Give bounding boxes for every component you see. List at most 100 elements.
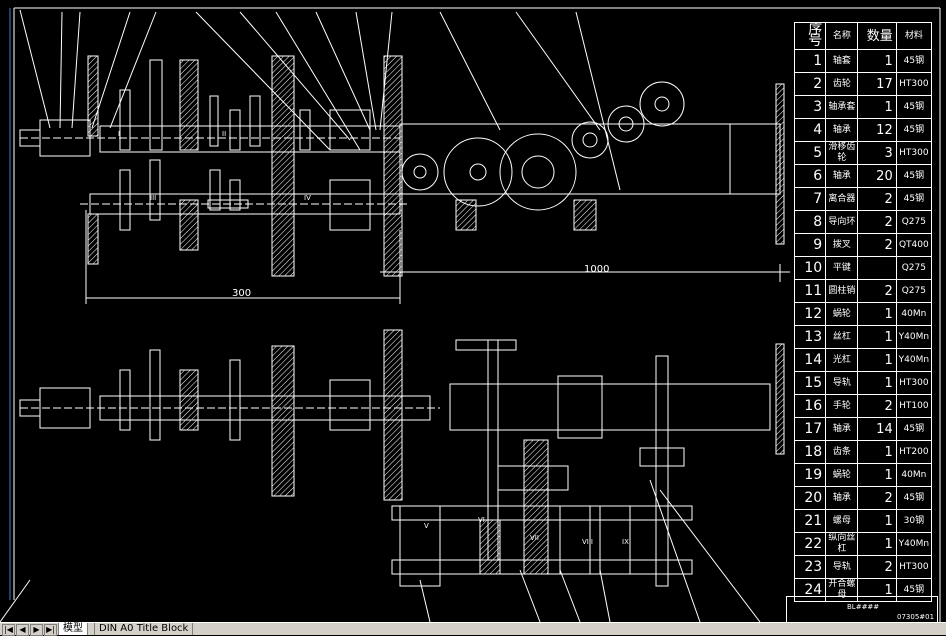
bom-cell-material: 45钢 xyxy=(895,486,933,510)
bom-cell-no: 13 xyxy=(793,325,827,349)
bom-cell-no: 3 xyxy=(793,95,827,119)
bom-header-material: 材料 xyxy=(895,22,933,50)
bom-cell-qty: 2 xyxy=(857,187,897,211)
bom-cell-no: 2 xyxy=(793,72,827,96)
bom-cell-qty: 1 xyxy=(857,463,897,487)
bom-cell-material: 45钢 xyxy=(895,417,933,441)
layout-tab-bar: |◀ ◀ ▶ ▶| 模型 DIN A0 Title Block xyxy=(0,622,946,636)
next-tab-button[interactable]: ▶ xyxy=(30,624,43,636)
bom-cell-qty: 2 xyxy=(857,279,897,303)
bom-cell-qty: 1 xyxy=(857,371,897,395)
bom-cell-name: 圆柱销 xyxy=(825,279,859,303)
bom-cell-name: 轴承 xyxy=(825,486,859,510)
bom-cell-no: 8 xyxy=(793,210,827,234)
leader-lines-bottom xyxy=(0,479,761,622)
bom-cell-name: 滑移齿轮 xyxy=(825,141,859,165)
dimension-300-label: 300 xyxy=(232,288,252,299)
shaft-label-5: V xyxy=(424,522,429,530)
bom-header-qty: 数量 xyxy=(857,22,897,50)
bom-cell-material: HT200 xyxy=(895,440,933,464)
bom-cell-name: 轴承 xyxy=(825,118,859,142)
tab-model[interactable]: 模型 xyxy=(58,623,88,635)
bom-cell-qty: 2 xyxy=(857,394,897,418)
bom-cell-material: 40Mn xyxy=(895,463,933,487)
bom-cell-no: 4 xyxy=(793,118,827,142)
bom-cell-no: 19 xyxy=(793,463,827,487)
bom-cell-material: 45钢 xyxy=(895,187,933,211)
bom-cell-name: 导轨 xyxy=(825,371,859,395)
bom-cell-name: 开合螺母 xyxy=(825,578,859,602)
bom-cell-material: QT400 xyxy=(895,233,933,257)
bom-cell-material: Y40Mn xyxy=(895,532,933,556)
bom-cell-qty: 1 xyxy=(857,348,897,372)
bom-cell-qty: 2 xyxy=(857,555,897,579)
bom-cell-name: 螺母 xyxy=(825,509,859,533)
bom-cell-material: Y40Mn xyxy=(895,325,933,349)
bom-cell-material: 45钢 xyxy=(895,95,933,119)
shaft-label-1: I xyxy=(118,130,120,138)
bom-cell-no: 1 xyxy=(793,49,827,73)
bom-cell-name: 蜗轮 xyxy=(825,302,859,326)
shaft-label-6: VI xyxy=(478,516,485,524)
bom-cell-name: 轴承 xyxy=(825,164,859,188)
bom-cell-qty: 1 xyxy=(857,49,897,73)
bom-cell-qty: 1 xyxy=(857,95,897,119)
top-gearbox xyxy=(19,55,410,277)
bom-cell-name: 光杠 xyxy=(825,348,859,372)
bom-header-row: 序号 名称 数量 材料 xyxy=(793,22,933,50)
last-tab-button[interactable]: ▶| xyxy=(44,624,57,636)
bom-cell-name: 离合器 xyxy=(825,187,859,211)
bom-cell-material: Q275 xyxy=(895,279,933,303)
bom-cell-name: 轴承 xyxy=(825,417,859,441)
bom-cell-qty xyxy=(857,256,897,280)
bom-cell-name: 平键 xyxy=(825,256,859,280)
bom-cell-qty: 17 xyxy=(857,72,897,96)
bom-cell-no: 21 xyxy=(793,509,827,533)
bom-cell-qty: 1 xyxy=(857,440,897,464)
bom-cell-name: 拨叉 xyxy=(825,233,859,257)
bom-cell-name: 丝杠 xyxy=(825,325,859,349)
bom-cell-no: 9 xyxy=(793,233,827,257)
bom-cell-material: HT300 xyxy=(895,141,933,165)
bom-cell-name: 轴承套 xyxy=(825,95,859,119)
bom-cell-qty: 2 xyxy=(857,233,897,257)
bom-cell-qty: 12 xyxy=(857,118,897,142)
assembly-drawing: I II III IV V VI VII VIII IX xyxy=(0,7,941,622)
bom-cell-qty: 14 xyxy=(857,417,897,441)
bom-cell-material: HT100 xyxy=(895,394,933,418)
bom-cell-name: 蜗轮 xyxy=(825,463,859,487)
tab-din-a0-title-block[interactable]: DIN A0 Title Block xyxy=(94,623,194,635)
bom-cell-material: Y40Mn xyxy=(895,348,933,372)
bom-cell-qty: 1 xyxy=(857,302,897,326)
prev-tab-button[interactable]: ◀ xyxy=(16,624,29,636)
bom-cell-no: 20 xyxy=(793,486,827,510)
shaft-label-9: IX xyxy=(622,538,629,546)
bom-cell-material: HT300 xyxy=(895,72,933,96)
shaft-label-2: II xyxy=(222,130,226,138)
title-block-label: BL#### xyxy=(847,603,880,611)
bom-cell-material: HT300 xyxy=(895,555,933,579)
bom-cell-material: HT300 xyxy=(895,371,933,395)
bom-cell-material: 45钢 xyxy=(895,49,933,73)
first-tab-button[interactable]: |◀ xyxy=(2,624,15,636)
bom-cell-no: 15 xyxy=(793,371,827,395)
bom-cell-no: 22 xyxy=(793,532,827,556)
bom-cell-no: 18 xyxy=(793,440,827,464)
